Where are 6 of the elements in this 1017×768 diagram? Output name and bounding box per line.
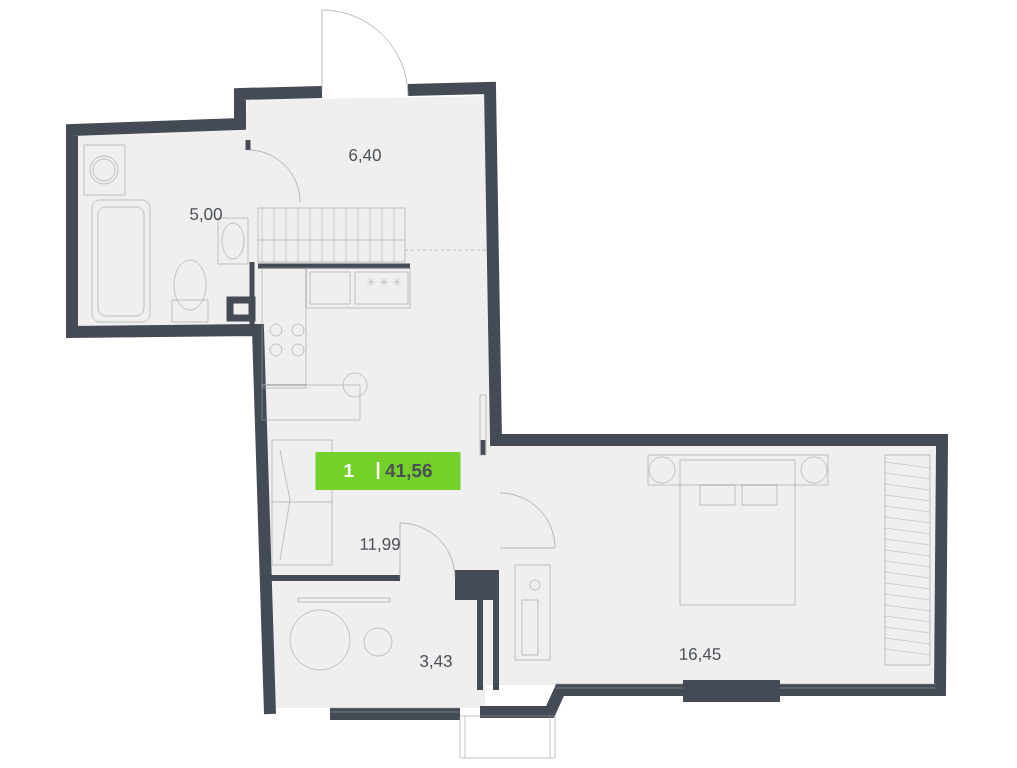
room-area: 16,45: [680, 647, 721, 662]
room-area: 5,00: [190, 207, 222, 223]
room-area: 3,43: [420, 654, 452, 669]
area-badge: 1 41,56: [315, 452, 461, 490]
room-area: 6,40: [349, 148, 381, 164]
room-area: 11,99: [360, 537, 400, 552]
